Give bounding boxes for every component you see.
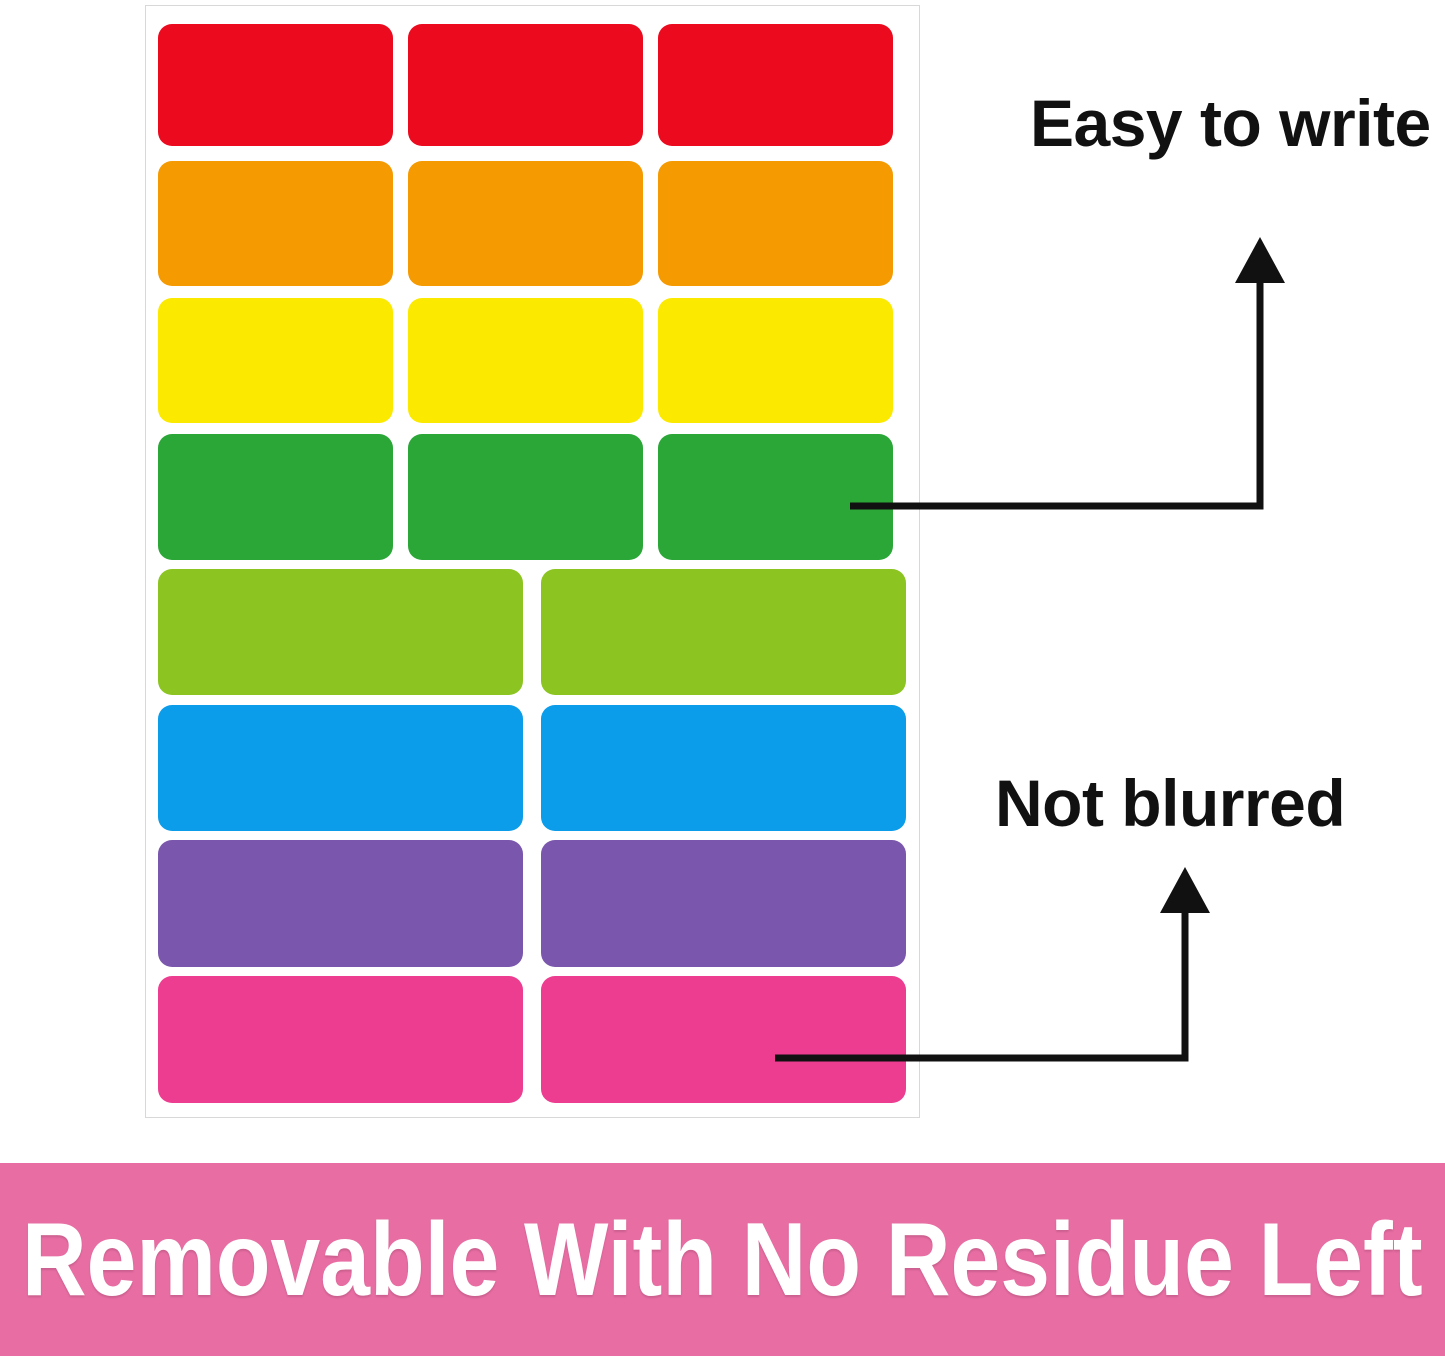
sticker-row-green <box>146 434 919 560</box>
sticker-yellow-1 <box>158 298 393 423</box>
sticker-pink-1 <box>158 976 523 1103</box>
sticker-row-yellow <box>146 298 919 423</box>
callout-label-not-blurred: Not blurred <box>995 766 1346 840</box>
sticker-red-1 <box>158 24 393 146</box>
sticker-green-1 <box>158 434 393 560</box>
sticker-row-blue <box>146 705 919 831</box>
arrow-line-easy-to-write <box>850 265 1264 510</box>
sticker-purple-1 <box>158 840 523 967</box>
sticker-red-3 <box>658 24 893 146</box>
arrow-head-easy-to-write <box>1235 237 1285 283</box>
callout-arrow-not-blurred <box>775 867 1210 1062</box>
arrow-line-not-blurred <box>775 895 1189 1062</box>
sticker-row-orange <box>146 161 919 286</box>
sticker-green-2 <box>408 434 643 560</box>
sticker-row-lime <box>146 569 919 695</box>
sticker-yellow-2 <box>408 298 643 423</box>
sticker-sheet <box>145 5 920 1118</box>
sticker-yellow-3 <box>658 298 893 423</box>
callout-arrow-easy-to-write <box>850 237 1285 510</box>
sticker-purple-2 <box>541 840 906 967</box>
sticker-lime-1 <box>158 569 523 695</box>
sticker-blue-2 <box>541 705 906 831</box>
sticker-orange-3 <box>658 161 893 286</box>
sticker-orange-2 <box>408 161 643 286</box>
callout-label-easy-to-write: Easy to write <box>1030 86 1431 160</box>
sticker-row-red <box>146 24 919 146</box>
sticker-green-3 <box>658 434 893 560</box>
sticker-orange-1 <box>158 161 393 286</box>
arrow-head-not-blurred <box>1160 867 1210 913</box>
banner-headline: Removable With No Residue Left <box>22 1201 1423 1318</box>
sticker-pink-2 <box>541 976 906 1103</box>
bottom-banner: Removable With No Residue Left <box>0 1163 1445 1356</box>
sticker-row-pink <box>146 976 919 1103</box>
sticker-row-purple <box>146 840 919 967</box>
sticker-lime-2 <box>541 569 906 695</box>
sticker-red-2 <box>408 24 643 146</box>
sticker-blue-1 <box>158 705 523 831</box>
